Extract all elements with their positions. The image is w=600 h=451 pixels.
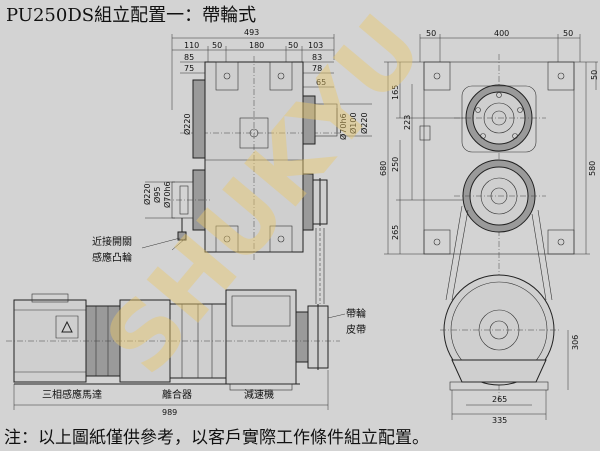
side-view: 50 400 50 165 223 250 680 265 50 (379, 29, 599, 425)
dim-65: 65 (316, 78, 326, 87)
label-motor: 三相感應馬達 (42, 388, 102, 401)
dim-h265: 265 (391, 225, 400, 240)
dim-103: 103 (308, 41, 323, 50)
dim-83: 83 (312, 53, 322, 62)
dim-75: 75 (184, 64, 194, 73)
dim-989: 989 (162, 408, 177, 417)
dim-h223: 223 (403, 115, 412, 130)
dim-dia220b: Ø220 (359, 112, 369, 134)
label-pulley: 帶輪 (346, 307, 366, 320)
dim-dia70h6: Ø70h6 (338, 113, 348, 140)
dim-dia95: Ø95 (152, 187, 162, 203)
dim-180: 180 (249, 41, 264, 50)
label-proximity-switch: 近接開關 (92, 235, 132, 248)
front-view: 989 (6, 228, 340, 417)
label-clutch: 離合器 (162, 388, 192, 401)
dim-dia220a: Ø220 (182, 113, 192, 135)
label-sensing-cam: 感應凸輪 (92, 251, 132, 264)
dim-dia100: Ø100 (348, 112, 358, 134)
dim-85: 85 (184, 53, 194, 62)
dim-110: 110 (184, 41, 199, 50)
label-belt: 皮帶 (346, 323, 366, 336)
dim-w50a: 50 (426, 29, 436, 38)
dim-h165: 165 (391, 85, 400, 100)
drawing-note: 注：以上圖紙僅供參考，以客戶實際工作條件組立配置。 (4, 428, 429, 448)
dim-50b: 50 (288, 41, 298, 50)
dim-h50: 50 (590, 70, 599, 80)
dim-dia220c: Ø220 (142, 183, 152, 205)
dim-b335: 335 (492, 416, 507, 425)
dim-h580: 580 (588, 161, 597, 176)
dim-w50b: 50 (563, 29, 573, 38)
dim-dia70h6b: Ø70h6 (162, 181, 172, 208)
dim-b265: 265 (492, 395, 507, 404)
dim-h306: 306 (571, 335, 580, 350)
dim-50a: 50 (212, 41, 222, 50)
dim-overall-top: 493 (244, 28, 259, 37)
label-reducer: 減速機 (244, 388, 274, 401)
dim-h680: 680 (379, 161, 388, 176)
dim-h250: 250 (391, 157, 400, 172)
dim-78: 78 (312, 64, 322, 73)
dim-w400: 400 (494, 29, 509, 38)
drawing-title: PU250DS組立配置一：帶輪式 (6, 5, 256, 26)
top-view: 493 110 50 180 50 103 85 75 83 78 65 (142, 28, 372, 262)
